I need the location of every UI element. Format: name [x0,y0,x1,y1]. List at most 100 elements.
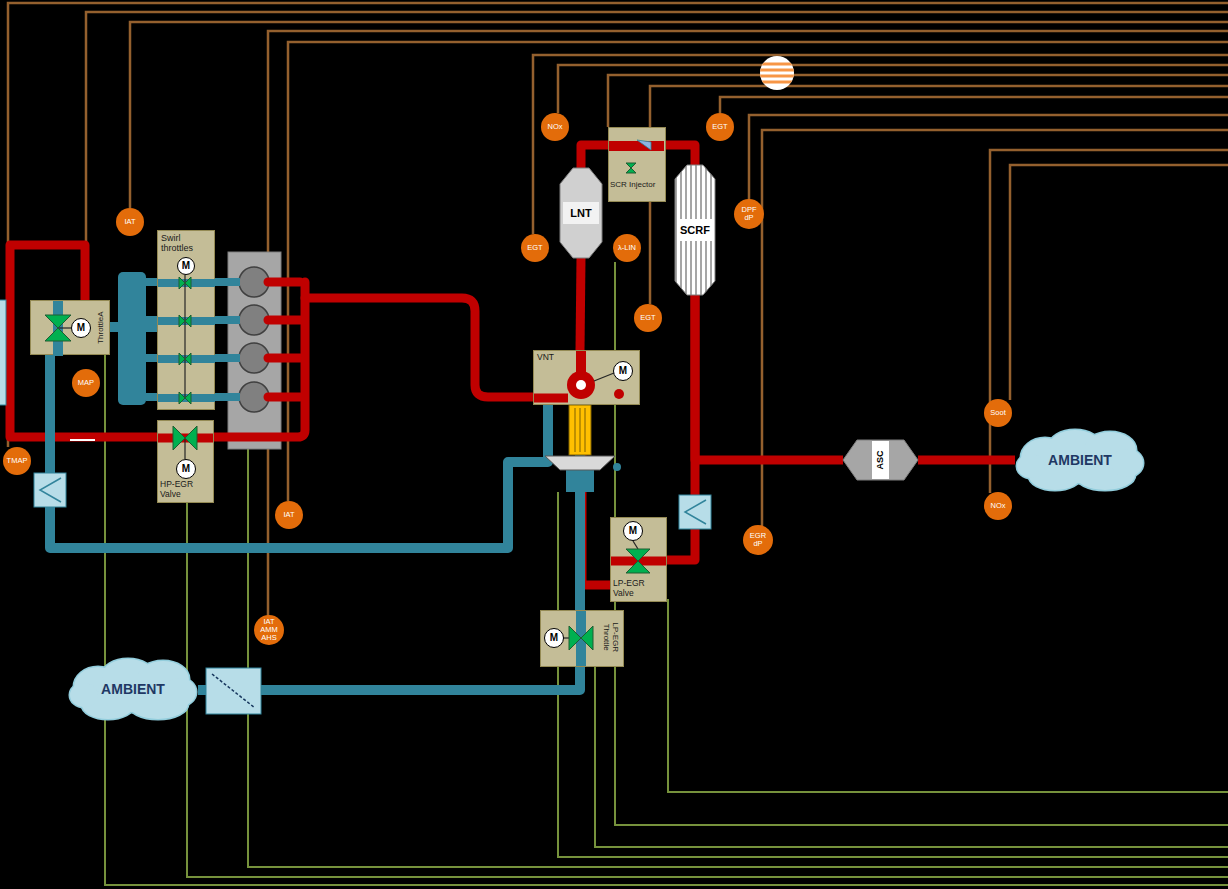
charge-air-cooler [34,473,66,507]
egr-cooler [679,495,711,529]
egr-cooler [685,500,706,524]
sensor-label: EGT [640,314,655,322]
air-filter [206,668,261,714]
node-symbol [164,678,196,706]
compressor-wheel [566,468,594,492]
component-box: Swirl throttlesM [157,230,215,410]
exhaust-pipe [581,145,608,168]
ambient-cloud: AMBIENT [1015,428,1145,493]
aftertreatment-unit: LNT [560,168,602,258]
node-symbol [173,426,197,450]
motor-letter: M [619,366,627,376]
node-symbol [58,327,71,328]
compressor-wheel [545,456,615,470]
exhaust-manifold [213,282,533,437]
node-symbol [569,626,593,650]
wire-connector-symbol [760,56,794,90]
exhaust-pipe [695,295,843,460]
node-symbol [609,128,665,201]
node-symbol [567,371,595,399]
sensor-wire [8,3,1228,616]
charge-air-cooler [40,478,61,502]
component-box: ThrottleA M [30,300,110,355]
sensor-label: EGT [527,244,542,252]
component-box: LP-EGR ValveM [610,517,667,602]
wire-connector-symbol [755,56,800,90]
node-symbol [70,683,98,707]
sensor-circle: NOx [984,492,1012,520]
node-symbol [609,141,664,151]
node-symbol [70,683,98,707]
node-symbol [626,549,650,573]
exhaust-pipe [666,145,695,165]
sensor-label: MAP [78,379,94,387]
sensor-label: IAT AMM AHS [257,618,281,642]
edge-intercooler [0,300,6,405]
actuator-motor: M [623,521,643,541]
component-box: HP-EGR ValveM [157,420,214,503]
component-label: AMBIENT [1048,453,1112,468]
turbo-shaft [575,408,585,452]
egr-cooler [679,495,711,529]
node-symbol [179,353,191,365]
node-symbol [45,315,71,341]
sensor-label: EGR dP [746,532,770,548]
compressor-wheel [613,463,621,471]
sensor-label: λ-LIN [618,244,636,252]
turbo-shaft [569,405,591,455]
ambient-cloud: AMBIENT [68,657,198,722]
edge-intercooler [0,300,6,405]
sensor-label: NOx [991,502,1006,510]
compressor-wheel [545,456,621,492]
node-symbol [184,275,185,398]
exhaust-manifold [213,282,305,437]
node-symbol [843,440,918,480]
actuator-wire [105,262,1228,885]
motor-letter: M [182,261,190,271]
node-symbol [179,392,191,404]
sensor-circle: EGT [634,304,662,332]
aftertreatment-unit: SCRF [675,165,715,295]
node-symbol [637,140,651,150]
sensor-label: DPF dP [737,206,761,222]
sensor-label: IAT [124,218,135,226]
node-symbol [179,315,191,327]
sensor-label: IAT [283,511,294,519]
motor-letter: M [77,323,85,333]
sensor-circle: IAT AMM AHS [254,615,284,645]
air-filter [212,674,255,708]
sensor-circle: DPF dP [734,199,764,229]
sensor-label: Soot [990,409,1005,417]
component-box: LP-EGR ThrottleM [540,610,624,667]
node-symbol [1017,454,1045,478]
node-symbol [1017,454,1045,478]
actuator-motor: M [613,361,633,381]
sensor-circle: TMAP [3,447,31,475]
actuator-motor: M [176,459,196,479]
sensor-circle: EGR dP [743,525,773,555]
exhaust-manifold [268,282,300,397]
node-symbol [576,380,586,390]
turbo-shaft [569,405,591,455]
sensor-circle: λ-LIN [613,234,641,262]
component-label: ThrottleA [96,304,105,352]
motor-letter: M [550,633,558,643]
component-box: VNTM [533,350,640,405]
sensor-circle: NOx [541,113,569,141]
sensor-probe [70,439,95,441]
aftertreatment-unit: ASC [843,440,918,480]
exhaust-pipe [580,258,581,350]
intake-plenum [118,272,146,405]
node-symbol [184,438,185,459]
component-label: ASC [876,450,886,469]
sensor-circle: IAT [275,501,303,529]
exhaust-pipe [918,456,1015,465]
node-symbol [1111,449,1143,477]
component-label: SCR Injector [610,180,663,189]
node-symbol [1111,449,1143,477]
node-symbol [164,678,196,706]
node-symbol [678,219,712,241]
motor-letter: M [629,526,637,536]
component-box: SCR Injector [608,127,666,202]
